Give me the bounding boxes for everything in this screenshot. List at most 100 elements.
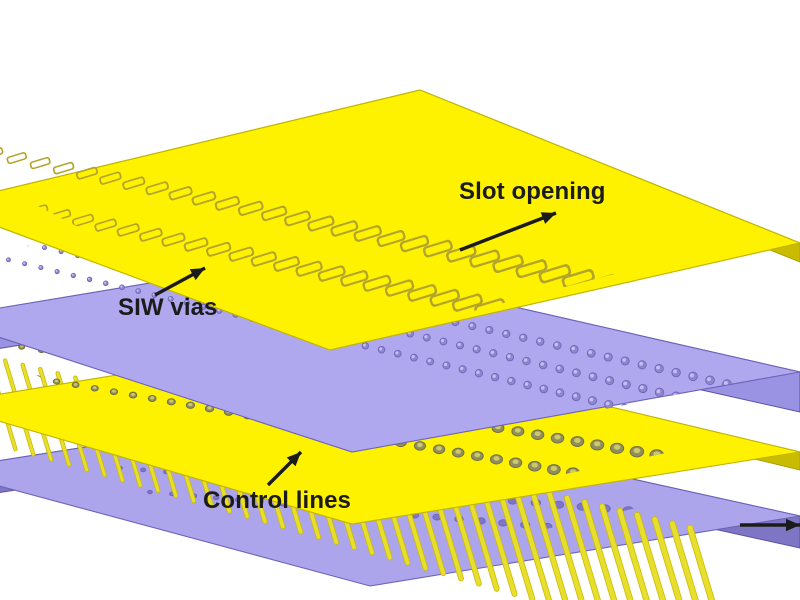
siw-via-highlight xyxy=(476,370,480,374)
control-line xyxy=(512,482,552,600)
siw-via-highlight xyxy=(554,342,559,347)
siw-via-highlight xyxy=(503,331,508,335)
siw-via-highlight xyxy=(486,327,491,331)
siw-via-highlight xyxy=(71,273,74,276)
siw-via-highlight xyxy=(427,359,431,363)
siw-via-highlight xyxy=(120,285,123,288)
siw-via-highlight xyxy=(589,397,594,402)
siw-via-highlight xyxy=(520,335,525,339)
siw-via-highlight xyxy=(606,377,611,382)
siw-via-highlight xyxy=(639,385,644,390)
plated-via-bore xyxy=(169,399,174,403)
siw-via-highlight xyxy=(201,304,204,308)
plated-via-bore xyxy=(207,406,212,410)
control-line xyxy=(669,521,698,600)
siw-via-highlight xyxy=(605,401,610,406)
control-line xyxy=(599,504,633,600)
annotation-arrowhead-slot-opening xyxy=(540,212,556,224)
plated-via-bore xyxy=(474,452,481,458)
plated-via-bore xyxy=(20,345,24,348)
siw-via-highlight xyxy=(605,354,609,358)
callout-control-lines: Control lines xyxy=(203,487,351,514)
siw-via-highlight xyxy=(723,381,728,386)
siw-via-highlight xyxy=(523,358,528,362)
plated-via-bore xyxy=(150,396,155,400)
control-line xyxy=(634,512,666,600)
siw-via-highlight xyxy=(363,343,366,347)
siw-via-highlight xyxy=(185,300,188,304)
annotation-arrow-shaft-slot-opening xyxy=(459,211,557,252)
siw-via-highlight xyxy=(573,370,578,374)
control-line xyxy=(582,499,617,600)
siw-via-highlight xyxy=(656,365,660,370)
plated-via-bore xyxy=(92,386,97,390)
siw-via-highlight xyxy=(474,346,478,351)
plated-via-bore xyxy=(73,383,78,386)
plated-via-bore xyxy=(436,446,442,451)
siw-via-highlight xyxy=(443,362,448,367)
control-via xyxy=(147,489,153,495)
siw-via-highlight xyxy=(23,262,26,265)
plated-via-bore xyxy=(593,441,601,447)
plated-via-bore xyxy=(534,431,541,437)
control-line xyxy=(564,495,601,600)
control-line xyxy=(494,478,535,600)
siw-via-highlight xyxy=(508,378,513,382)
plated-via-bore xyxy=(455,449,462,454)
siw-via-highlight xyxy=(424,335,428,339)
siw-via-highlight xyxy=(460,366,464,371)
siw-via-highlight xyxy=(55,270,58,272)
control-via xyxy=(212,495,220,501)
plated-via-bore xyxy=(554,434,561,440)
siw-via-highlight xyxy=(706,377,711,382)
plated-via-bore xyxy=(112,389,116,393)
plated-via-bore xyxy=(633,448,641,454)
siw-via-highlight xyxy=(588,350,592,354)
siw-via-highlight xyxy=(623,381,628,386)
annotation-arrowhead-edge-pointer xyxy=(786,518,800,532)
plated-via-bore xyxy=(512,459,519,465)
annotation-arrowhead-siw-vias xyxy=(189,268,205,281)
siw-via-highlight xyxy=(541,386,545,390)
annotation-arrowhead-control-lines xyxy=(286,452,301,467)
plated-via-bore xyxy=(131,393,135,396)
control-via xyxy=(140,467,147,473)
plated-via-bore xyxy=(417,442,423,448)
plated-via-bore xyxy=(574,438,581,443)
siw-via-highlight xyxy=(571,346,576,351)
siw-via-highlight xyxy=(690,373,694,378)
top-plate-top xyxy=(0,89,800,351)
siw-via-highlight xyxy=(656,389,661,394)
callout-slot-opening: Slot opening xyxy=(459,178,606,205)
annotation-arrows xyxy=(154,211,800,532)
siw-via-highlight xyxy=(7,258,9,261)
siw-via-highlight xyxy=(39,266,42,269)
siw-via-highlight xyxy=(492,374,496,378)
control-line xyxy=(652,516,682,600)
plated-via-bore xyxy=(514,428,521,433)
siw-via-highlight xyxy=(395,351,399,355)
plated-via-bore xyxy=(493,456,500,461)
siw-via-highlight xyxy=(411,355,415,359)
control-line xyxy=(617,508,649,600)
plated-via-bore xyxy=(188,402,193,407)
siw-via-highlight xyxy=(590,373,594,378)
siw-via-highlight xyxy=(573,393,578,398)
control-line xyxy=(687,525,715,600)
siw-via-highlight xyxy=(673,369,677,374)
siw-via-highlight xyxy=(490,350,495,354)
layer-top-slotted-plate xyxy=(0,89,800,352)
siw-via-highlight xyxy=(557,366,561,370)
siw-via-highlight xyxy=(540,362,544,366)
siw-via-highlight xyxy=(168,297,172,300)
control-line xyxy=(529,487,568,600)
siw-via-highlight xyxy=(42,246,45,249)
control-line xyxy=(547,491,584,600)
siw-via-highlight xyxy=(622,358,626,362)
siw-via-highlight xyxy=(469,323,474,327)
callout-siw-vias: SIW vias xyxy=(118,294,218,321)
siw-via-highlight xyxy=(87,277,91,280)
